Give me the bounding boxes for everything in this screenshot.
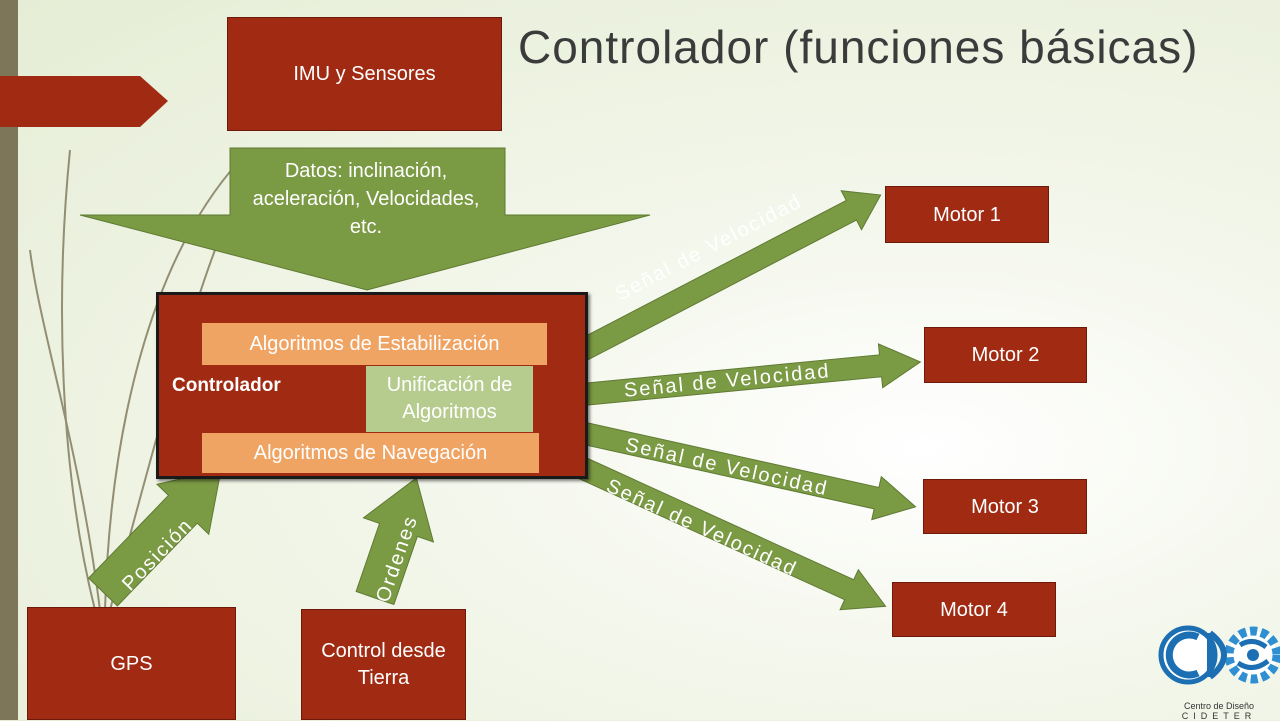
navigation-algorithms-box: Algoritmos de Navegación [202,433,539,473]
signal-arrow-motor-3 [566,418,917,521]
logo-line2: CIDETER [1181,711,1257,721]
navigation-algorithms-label: Algoritmos de Navegación [253,442,488,464]
position-arrow [87,469,222,607]
ground-control-box: Control desde Tierra [301,609,466,720]
slide-title: Controlador (funciones básicas) [518,21,1199,73]
signal-arrow-motor-2 [565,343,922,408]
controller-label: Controlador [172,375,281,396]
motor-2-label: Motor 2 [971,344,1040,366]
logo-line1: Centro de Diseño [1183,701,1255,711]
ground-control-label: Control desde Tierra [321,639,446,689]
motor-3-box: Motor 3 [923,479,1087,534]
cideter-logo: Centro de Diseño CIDETER [1158,615,1280,721]
pennant-shape [0,76,168,127]
motor-1-label: Motor 1 [933,203,1001,226]
stabilization-algorithms-box: Algoritmos de Estabilización [202,323,547,365]
imu-sensors-box: IMU y Sensores [227,17,502,131]
cdd-logo-icon [1158,625,1280,685]
signal-arrow-motor-4 [552,446,887,611]
stabilization-algorithms-label: Algoritmos de Estabilización [249,333,500,355]
gps-box: GPS [27,607,236,720]
motor-4-box: Motor 4 [892,582,1056,637]
data-down-arrow [79,147,651,291]
gps-label: GPS [110,652,153,675]
motor-3-label: Motor 3 [971,495,1039,518]
data-arrow-label: Datos: inclinación, aceleración, Velocid… [252,160,480,238]
left-bar [0,0,18,720]
unification-label: Unificación de Algoritmos [386,374,513,423]
motor-4-label: Motor 4 [940,598,1008,621]
imu-sensors-label: IMU y Sensores [293,63,436,85]
orders-arrow [355,477,435,606]
motor-2-box: Motor 2 [924,327,1087,383]
signal-arrow-motor-1 [550,190,882,375]
motor-1-box: Motor 1 [885,186,1049,243]
unification-box: Unificación de Algoritmos [366,366,533,432]
